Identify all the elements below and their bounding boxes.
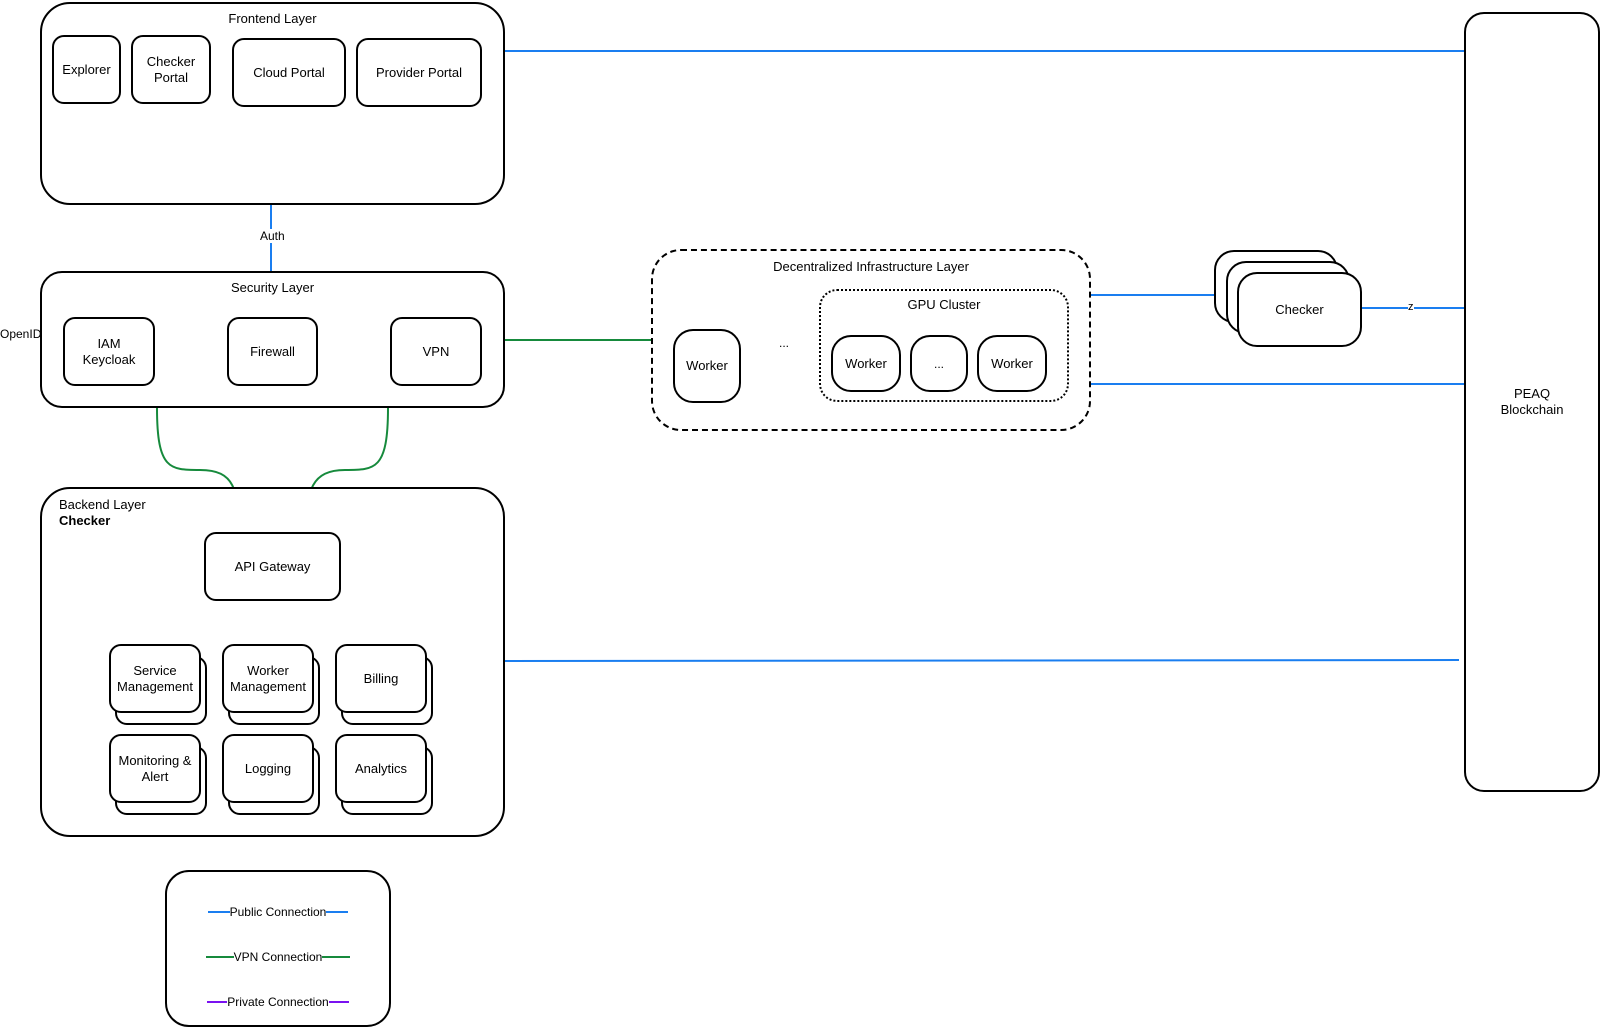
monitoring-alert-label: Monitoring & Alert	[118, 752, 192, 784]
frontend-cloud-portal-label: Cloud Portal	[253, 64, 325, 80]
auth-label: Auth	[259, 229, 286, 243]
security-firewall-label: Firewall	[250, 343, 295, 359]
legend-public-line-right	[326, 911, 349, 913]
backend-layer-subtitle: Checker	[59, 513, 111, 528]
frontend-checker-portal-label: Checker Portal	[146, 53, 196, 85]
analytics[interactable]: Analytics	[335, 734, 427, 803]
security-iam-keycloak-label: IAM Keycloak	[82, 335, 136, 367]
backend-layer-title: Backend Layer	[59, 497, 146, 512]
gpu-worker-ellipsis-label: ...	[933, 356, 944, 371]
frontend-cloud-portal[interactable]: Cloud Portal	[232, 38, 346, 107]
openid-label: OpenID	[0, 327, 42, 341]
security-layer-title: Security Layer	[230, 280, 315, 295]
gpu-cluster: GPU Cluster	[819, 289, 1069, 402]
gpu-worker-ellipsis[interactable]: ...	[910, 335, 968, 392]
checker-node[interactable]: Checker	[1237, 272, 1362, 347]
legend-private-line-right	[328, 1001, 349, 1003]
infra-worker[interactable]: Worker	[673, 329, 741, 403]
checker-node-label: Checker	[1275, 301, 1324, 317]
monitoring-alert[interactable]: Monitoring & Alert	[109, 734, 201, 803]
legend-vpn-line-right	[322, 956, 351, 958]
logging[interactable]: Logging	[222, 734, 314, 803]
gpu-cluster-title: GPU Cluster	[907, 297, 981, 312]
backend-to-blockchain-public	[504, 659, 1460, 662]
security-iam-keycloak[interactable]: IAM Keycloak	[63, 317, 155, 386]
legend-private-label: Private Connection	[227, 995, 329, 1009]
legend-vpn-label: VPN Connection	[233, 950, 323, 964]
legend-vpn-line-left	[205, 956, 234, 958]
frontend-checker-portal[interactable]: Checker Portal	[131, 35, 211, 104]
legend: Public Connection VPN Connection Private…	[165, 870, 391, 1027]
gpu-worker-1[interactable]: Worker	[831, 335, 901, 392]
security-vpn-label: VPN	[422, 343, 450, 359]
worker-management-label: Worker Management	[230, 662, 306, 694]
frontend-explorer-label: Explorer	[62, 61, 111, 77]
security-vpn[interactable]: VPN	[390, 317, 482, 386]
legend-item-public: Public Connection	[167, 905, 389, 919]
frontend-explorer[interactable]: Explorer	[52, 35, 121, 104]
worker-management[interactable]: Worker Management	[222, 644, 314, 713]
legend-item-vpn: VPN Connection	[167, 950, 389, 964]
checker-edge-label: z	[1408, 300, 1414, 314]
infra-worker-label: Worker	[686, 358, 728, 373]
api-gateway-label: API Gateway	[234, 558, 311, 574]
service-management-label: Service Management	[117, 662, 193, 694]
infra-ellipsis: ...	[779, 336, 790, 350]
billing-label: Billing	[363, 670, 399, 686]
logging-label: Logging	[244, 760, 292, 776]
frontend-layer-title: Frontend Layer	[228, 11, 317, 26]
peaq-blockchain-label: PEAQ Blockchain	[1500, 386, 1564, 417]
legend-item-private: Private Connection	[167, 995, 389, 1009]
gpu-worker-1-label: Worker	[845, 355, 887, 371]
service-management[interactable]: Service Management	[109, 644, 201, 713]
frontend-provider-portal-label: Provider Portal	[376, 64, 462, 80]
gpu-worker-2-label: Worker	[991, 355, 1033, 371]
billing[interactable]: Billing	[335, 644, 427, 713]
frontend-provider-portal[interactable]: Provider Portal	[356, 38, 482, 107]
infra-layer-title: Decentralized Infrastructure Layer	[773, 259, 969, 274]
gpu-worker-2[interactable]: Worker	[977, 335, 1047, 392]
analytics-label: Analytics	[354, 760, 408, 776]
security-firewall[interactable]: Firewall	[227, 317, 318, 386]
peaq-blockchain[interactable]: PEAQ Blockchain	[1464, 12, 1600, 792]
legend-public-label: Public Connection	[229, 905, 327, 919]
api-gateway[interactable]: API Gateway	[204, 532, 341, 601]
legend-public-line-left	[207, 911, 230, 913]
decentralized-infrastructure-layer: Decentralized Infrastructure Layer	[651, 249, 1091, 431]
legend-private-line-left	[207, 1001, 228, 1003]
